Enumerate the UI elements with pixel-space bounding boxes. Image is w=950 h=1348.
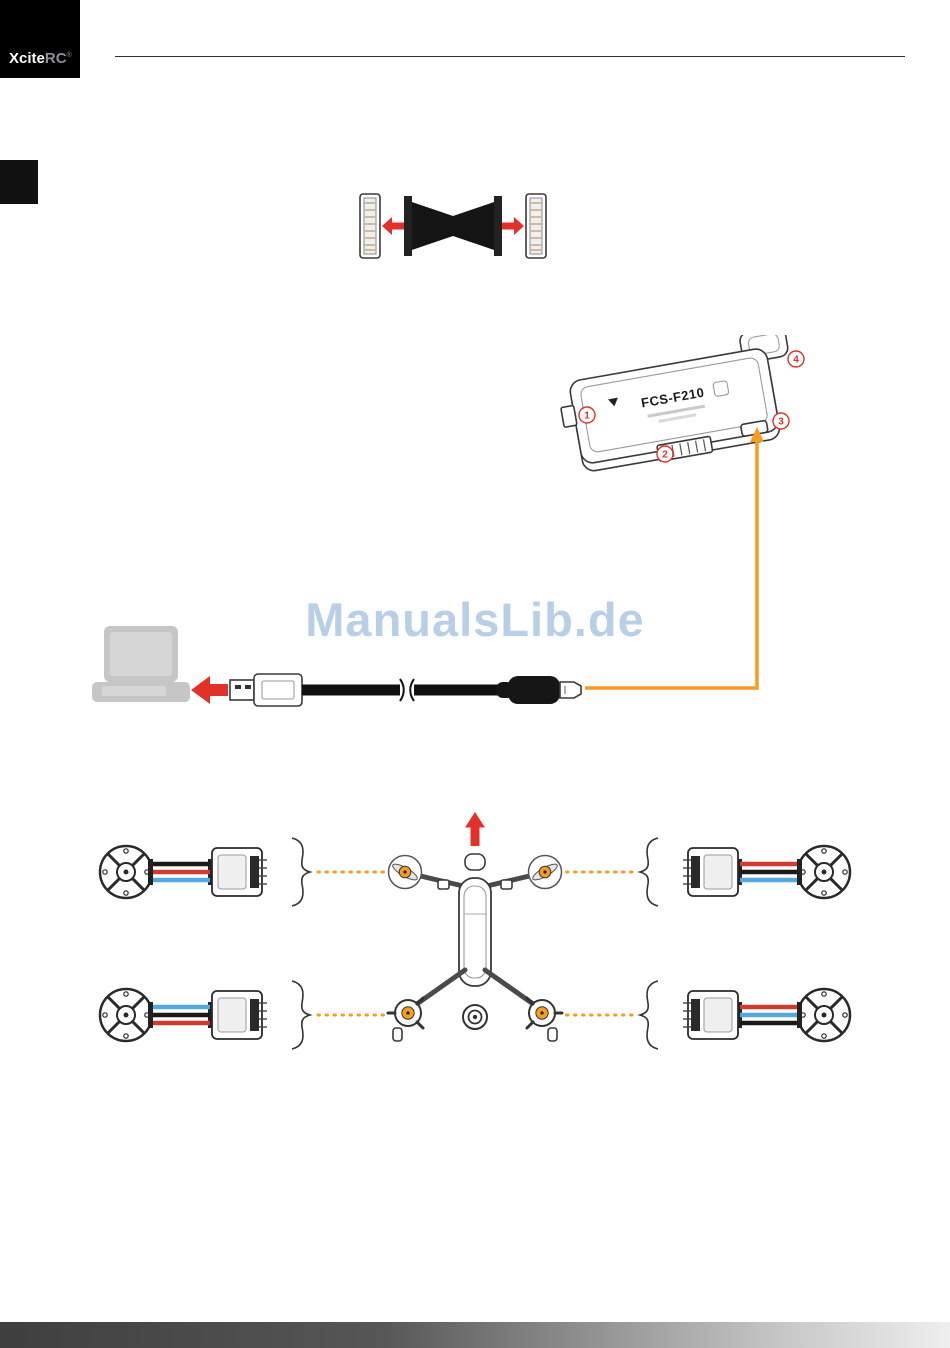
motor-wires [148, 1002, 213, 1028]
rear-motor-right [525, 996, 564, 1030]
device-label-smallprint [647, 404, 705, 423]
drone-wiring-figure [98, 812, 852, 1050]
svg-text:3: 3 [778, 417, 784, 428]
drone-body [458, 877, 492, 987]
motor-assembly-front-left [98, 837, 392, 907]
motor-assembly-rear-right [558, 980, 852, 1050]
front-prop-left [387, 854, 423, 890]
board-connector-left [359, 193, 381, 259]
callout-1: 1 [578, 406, 596, 424]
cable-brace [637, 837, 659, 907]
esc-board [211, 847, 267, 897]
laptop-icon [92, 626, 190, 702]
red-arrow-right-icon [502, 217, 524, 235]
motor-wires [737, 1002, 802, 1028]
drone-top-view [386, 812, 564, 1042]
usb-a-plug [229, 673, 303, 707]
svg-text:4: 4 [793, 355, 799, 366]
orange-route-line [585, 441, 759, 690]
receiver-figure: FCS-F210 1 [560, 335, 805, 472]
motor-wires [737, 859, 802, 885]
motor-icon [796, 987, 852, 1043]
callout-4: 4 [787, 350, 805, 368]
usb-connection-figure [92, 626, 582, 707]
callout-3: 3 [772, 412, 790, 430]
brand-logo: XciteRC® [0, 0, 80, 78]
motor-icon [796, 844, 852, 900]
watermark: ManualsLib.de [305, 593, 645, 646]
header-rule [115, 56, 905, 57]
landing-foot-left [392, 1027, 403, 1042]
motor-icon [98, 987, 154, 1043]
device-badge [712, 380, 730, 397]
red-arrow-left-icon [382, 217, 404, 235]
brand-name: XciteRC® [9, 50, 72, 67]
drone-nose [464, 853, 486, 871]
registered-mark: ® [66, 52, 72, 59]
device-brand-mark [608, 397, 618, 407]
rear-motor-left [386, 996, 425, 1030]
receiver-body: FCS-F210 [560, 335, 789, 472]
motor-icon [98, 844, 154, 900]
landing-foot-right [547, 1027, 558, 1042]
esc-board [683, 990, 739, 1040]
cable-brace [291, 980, 313, 1050]
cable-brace [291, 837, 313, 907]
brand-name-bold: Xcite [9, 50, 45, 67]
board-connector-right [525, 193, 547, 259]
front-prop-right [527, 854, 563, 890]
camera-lens [462, 1004, 488, 1030]
forward-direction-arrow-icon [465, 812, 485, 846]
side-clip-left [437, 879, 450, 890]
motor-assembly-rear-left [98, 980, 392, 1050]
red-arrow-icon [191, 676, 228, 704]
port-left-usb [560, 404, 578, 428]
footer-bar [0, 1322, 950, 1348]
callout-2: 2 [656, 445, 674, 463]
esc-board [211, 990, 267, 1040]
side-clip-right [500, 879, 513, 890]
svg-text:1: 1 [584, 411, 590, 422]
cable-break [399, 678, 415, 702]
motor-wires [148, 859, 213, 885]
brand-name-light: RC [44, 50, 67, 67]
cable-brace [637, 980, 659, 1050]
ribbon-cable [404, 196, 502, 256]
micro-usb-plug [496, 676, 582, 704]
orange-route-arrow-icon [750, 427, 764, 442]
usb-route-figure [585, 427, 764, 690]
ribbon-cable-figure [359, 193, 547, 259]
esc-board [683, 847, 739, 897]
section-tab [0, 160, 38, 204]
svg-text:2: 2 [662, 450, 668, 461]
motor-assembly-front-right [558, 837, 852, 907]
